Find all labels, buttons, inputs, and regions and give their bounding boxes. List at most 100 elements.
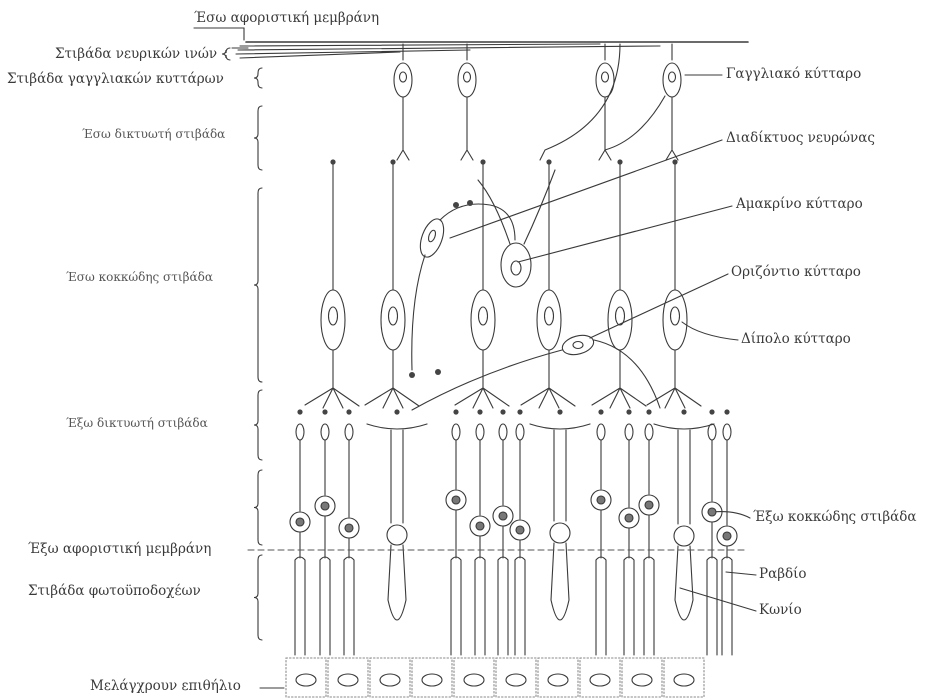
rod-outer-segment: [320, 516, 330, 655]
photoreceptors: [290, 409, 737, 655]
label-bipolar-cell: Δίπολο κύτταρο: [741, 333, 851, 347]
synapse-dot: [480, 159, 485, 164]
rod-nucleus: [499, 512, 507, 520]
bipolar-terminal: [455, 388, 509, 408]
label-amacrine-cell: Αμακρίνο κύτταρο: [736, 198, 863, 212]
label-inner-plexiform-layer: Έσω δικτυωτή στιβάδα: [82, 128, 225, 140]
rod-spherule: [345, 424, 353, 440]
rod-nucleus: [296, 518, 304, 526]
label-rod: Ραβδίο: [759, 568, 807, 582]
bipolar-nucleus: [545, 307, 554, 325]
dendrite: [605, 96, 665, 150]
pigment-epithelium-cells: [286, 658, 704, 697]
epithelium-cell: [328, 658, 368, 697]
epithelium-cell: [412, 658, 452, 697]
ganglion-nucleus: [669, 72, 676, 82]
rod-spherule: [597, 424, 605, 440]
ganglion-dendrite: [599, 97, 611, 160]
layer-brace: [254, 470, 262, 545]
rod-spherule: [321, 424, 329, 440]
synapse-dot: [557, 409, 562, 414]
label-inner-limiting-membrane: Έσω αφοριστική μεμβράνη: [194, 12, 379, 26]
label-photoreceptor-layer: Στιβάδα φωτοϋποδοχέων: [28, 585, 201, 599]
synapse-dot: [435, 369, 441, 375]
pointer: [726, 572, 756, 575]
synapse-dot: [646, 409, 651, 414]
rod-outer-segment: [707, 522, 717, 655]
rod-spherule: [499, 424, 507, 440]
epithelium-cell: [370, 658, 410, 697]
epithelium-nucleus: [422, 674, 442, 686]
cone-pedicle: [654, 424, 714, 524]
synapse-dot: [453, 202, 459, 208]
ganglion-nucleus: [602, 72, 609, 82]
epithelium-nucleus: [506, 674, 526, 686]
epithelium-cell: [538, 658, 578, 697]
rod-outer-segment: [498, 526, 508, 655]
label-ganglion-cell-layer: Στιβάδα γαγγλιακών κυττάρων: [7, 73, 224, 87]
ganglion-cell: [394, 63, 412, 97]
pointer: [682, 322, 738, 340]
interplexiform-process: [412, 204, 515, 370]
nerve-fibers: [236, 42, 748, 58]
ganglion-nucleus: [400, 72, 407, 82]
bipolar-nucleus: [616, 307, 625, 325]
epithelium-nucleus: [464, 674, 484, 686]
ganglion-cell: [663, 63, 681, 97]
epithelium-cell: [454, 658, 494, 697]
synapse-dot: [709, 409, 714, 414]
label-nerve-fiber-layer: Στιβάδα νευρικών ινών: [55, 48, 217, 62]
ganglion-dendrite: [666, 97, 678, 160]
epithelium-nucleus: [674, 674, 694, 686]
synapse-dot: [330, 159, 335, 164]
cone-outer-segment: [675, 546, 693, 620]
bipolar-nucleus: [389, 307, 398, 325]
cone-nucleus: [387, 525, 407, 545]
horizontal-cell: [412, 332, 660, 410]
rod-spherule: [625, 424, 633, 440]
bipolar-terminal: [305, 388, 359, 408]
ganglion-cell: [458, 63, 476, 97]
amacrine-cells: [409, 170, 555, 378]
layer-brace: [222, 48, 230, 60]
leader: [194, 28, 244, 40]
epithelium-nucleus: [632, 674, 652, 686]
synapse-dot: [672, 159, 677, 164]
synapse-dot: [724, 409, 729, 414]
rod-outer-segment: [644, 515, 654, 655]
label-outer-nuclear-layer: Έξω κοκκώδης στιβάδα: [753, 511, 917, 525]
rod-spherule: [708, 424, 716, 440]
synapse-dot: [467, 200, 473, 206]
rod-spherule: [476, 424, 484, 440]
rod-nucleus: [597, 496, 605, 504]
epithelium-nucleus: [296, 674, 316, 686]
amacrine-nucleus: [511, 261, 521, 275]
synapse-dot: [598, 409, 603, 414]
epithelium-cell: [286, 658, 326, 697]
bipolar-cell: [471, 290, 495, 350]
rod-spherule: [723, 424, 731, 440]
label-outer-plexiform-layer: Έξω δικτυωτή στιβάδα: [66, 417, 208, 429]
bipolar-terminal: [592, 388, 646, 408]
horizontal-nucleus: [573, 342, 583, 349]
cone-outer-segment: [551, 543, 569, 620]
amacrine-process: [478, 170, 555, 244]
synapse-dot: [390, 159, 395, 164]
synapse-dot: [394, 409, 399, 414]
epithelium-nucleus: [380, 674, 400, 686]
pointer: [450, 140, 722, 238]
bipolar-terminal: [365, 388, 419, 408]
rod-outer-segment: [515, 540, 525, 655]
ganglion-dendrite: [461, 97, 473, 160]
synapse-dot: [617, 159, 622, 164]
pointer: [518, 206, 732, 262]
pointer: [712, 512, 750, 518]
rod-spherule: [516, 424, 524, 440]
layer-brace: [254, 390, 262, 460]
ganglion-nucleus: [464, 72, 471, 82]
rod-nucleus: [476, 522, 484, 530]
interplexiform-cell: [416, 216, 448, 260]
synapse-dot: [500, 409, 505, 414]
cone-outer-segment: [388, 545, 406, 620]
